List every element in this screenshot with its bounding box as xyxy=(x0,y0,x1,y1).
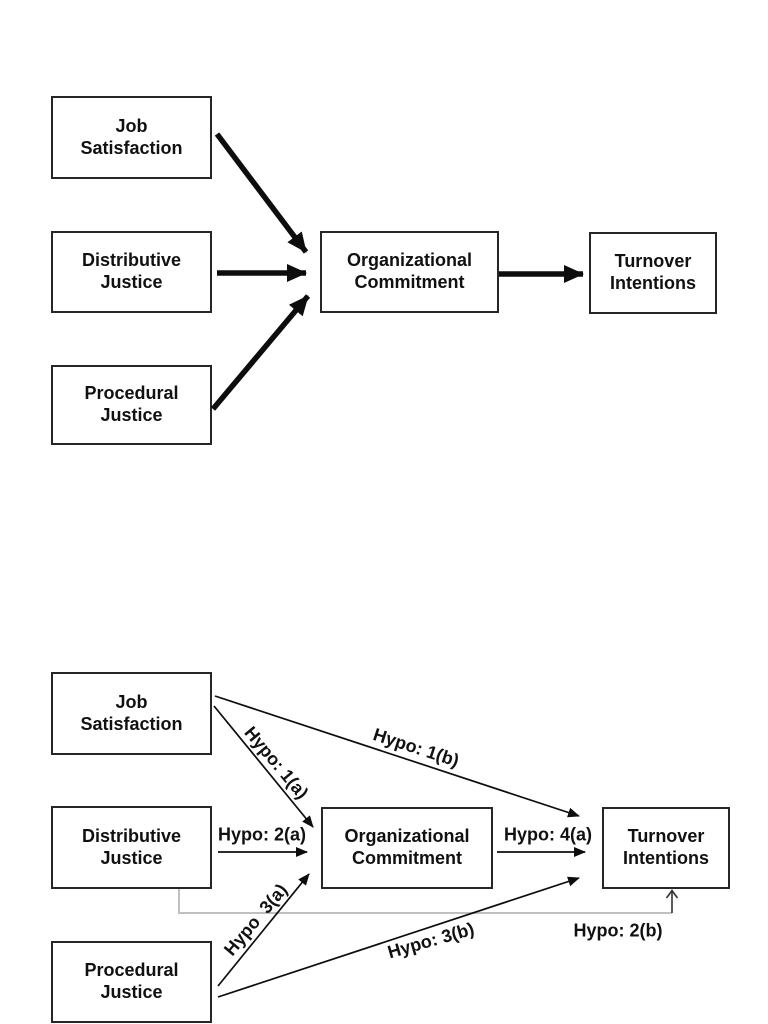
hypo-2b-elbow-connector xyxy=(178,889,672,914)
overview-arrow-procedural-justice-to-organizational-commitment xyxy=(210,294,311,411)
overview-procedural-justice-box: Procedural Justice xyxy=(51,365,212,445)
hypo-1b-arrow-job-satisfaction-to-turnover-intentions xyxy=(214,695,580,818)
hypotheses-procedural-justice-box: Procedural Justice xyxy=(51,941,212,1023)
hypo-3a-arrow-procedural-justice-to-organizational-commitment xyxy=(217,873,310,987)
hypotheses-turnover-intentions-box: Turnover Intentions xyxy=(602,807,730,889)
hypo-2b-up-arrowhead-icon xyxy=(665,889,679,899)
hypothesis-label-2a: Hypo: 2(a) xyxy=(217,824,307,845)
overview-organizational-commitment-box: Organizational Commitment xyxy=(320,231,499,313)
hypothesis-label-2b: Hypo: 2(b) xyxy=(573,920,663,941)
hypotheses-job-satisfaction-box: Job Satisfaction xyxy=(51,672,212,755)
hypo-1a-arrow-job-satisfaction-to-organizational-commitment xyxy=(213,705,314,828)
overview-turnover-intentions-box: Turnover Intentions xyxy=(589,232,717,314)
overview-distributive-justice-box: Distributive Justice xyxy=(51,231,212,313)
overview-job-satisfaction-box: Job Satisfaction xyxy=(51,96,212,179)
overview-arrow-job-satisfaction-to-organizational-commitment xyxy=(214,132,309,254)
hypo-3b-arrow-procedural-justice-to-turnover-intentions xyxy=(217,876,580,998)
hypotheses-distributive-justice-box: Distributive Justice xyxy=(51,806,212,889)
hypotheses-organizational-commitment-box: Organizational Commitment xyxy=(321,807,493,889)
hypothesis-label-4a: Hypo: 4(a) xyxy=(503,824,593,845)
